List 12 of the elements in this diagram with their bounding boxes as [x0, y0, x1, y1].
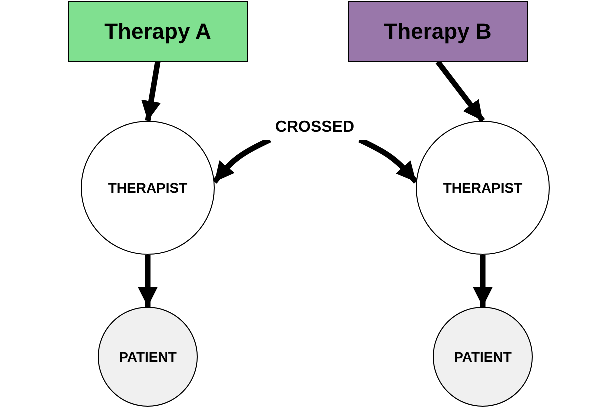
arrow: [436, 60, 486, 123]
therapist-circle: THERAPIST: [416, 121, 550, 255]
therapist-circle: THERAPIST: [81, 121, 215, 255]
arrow: [142, 62, 162, 122]
arrow: [473, 255, 493, 307]
patient-circle: PATIENT: [98, 307, 198, 407]
arrow: [138, 255, 158, 307]
arrow: [212, 138, 272, 184]
therapy-box: Therapy A: [68, 1, 248, 62]
arrow: [358, 138, 418, 184]
therapy-box: Therapy B: [348, 1, 528, 62]
patient-circle: PATIENT: [433, 307, 533, 407]
